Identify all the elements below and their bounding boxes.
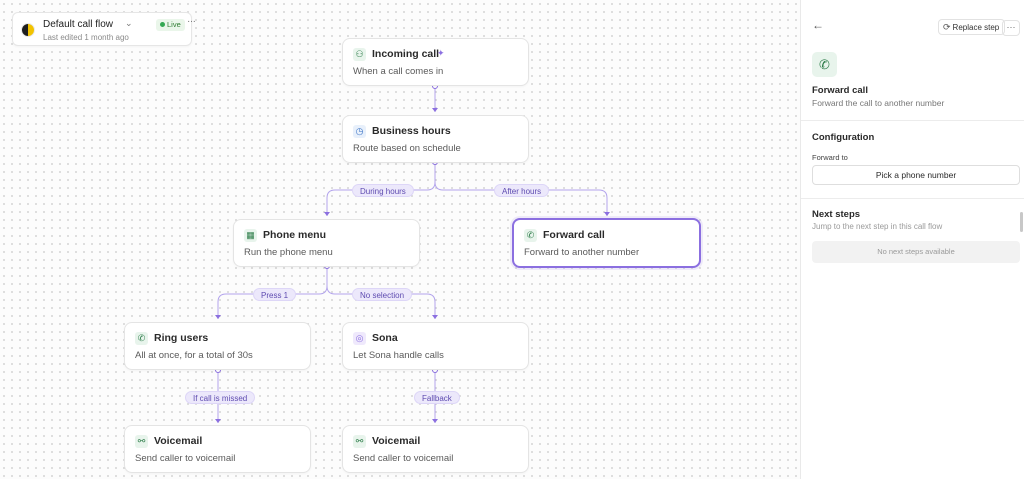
node-sona[interactable]: ◎ Sona Let Sona handle calls — [342, 322, 529, 370]
divider — [801, 198, 1024, 199]
replace-step-button[interactable]: ⟳Replace step — [938, 19, 1006, 35]
node-title: Forward call — [543, 229, 605, 241]
chevron-down-icon[interactable]: ⌄ — [125, 18, 133, 28]
status-badge: Live — [156, 19, 185, 31]
step-details-panel: ← ⟳Replace step ··· ✆ Forward call Forwa… — [800, 0, 1024, 479]
node-subtitle: Route based on schedule — [353, 143, 461, 154]
back-arrow-icon[interactable]: ← — [812, 18, 824, 32]
panel-title: Forward call — [812, 85, 868, 96]
pick-phone-number-button[interactable]: Pick a phone number — [812, 165, 1020, 185]
flow-logo-icon — [21, 23, 35, 37]
voicemail-icon: ⚯ — [135, 435, 148, 448]
replace-step-label: Replace step — [952, 23, 1000, 32]
live-dot-icon — [160, 22, 165, 27]
next-steps-subtitle: Jump to the next step in this call flow — [812, 222, 943, 231]
node-subtitle: Let Sona handle calls — [353, 350, 444, 361]
flow-last-edited: Last edited 1 month ago — [43, 33, 129, 42]
edge-label-if-missed[interactable]: If call is missed — [185, 391, 256, 404]
node-voicemail-ring[interactable]: ⚯ Voicemail Send caller to voicemail — [124, 425, 311, 473]
node-subtitle: When a call comes in — [353, 66, 444, 77]
node-business-hours[interactable]: ◷ Business hours Route based on schedule — [342, 115, 529, 163]
voicemail-icon: ⚯ — [353, 435, 366, 448]
node-title: Sona — [372, 332, 398, 344]
node-title: Ring users — [154, 332, 209, 344]
edge-hours-to-forward — [434, 181, 608, 216]
phone-forward-icon: ✆ — [524, 229, 537, 242]
divider — [801, 120, 1024, 121]
sparkle-icon: ✦ — [437, 48, 445, 58]
flow-more-button[interactable]: ··· — [187, 16, 196, 27]
node-ring-users[interactable]: ✆ Ring users All at once, for a total of… — [124, 322, 311, 370]
node-title: Business hours — [372, 125, 451, 137]
panel-scrollbar[interactable] — [1020, 212, 1023, 232]
node-subtitle: Send caller to voicemail — [135, 453, 236, 464]
node-subtitle: Forward to another number — [524, 247, 640, 258]
configuration-title: Configuration — [812, 132, 875, 143]
flow-canvas[interactable]: Default call flow ⌄ Last edited 1 month … — [0, 0, 800, 479]
node-title: Voicemail — [372, 435, 421, 447]
people-icon: ⚇ — [353, 48, 366, 61]
edge-label-no-selection[interactable]: No selection — [352, 288, 413, 301]
node-subtitle: All at once, for a total of 30s — [135, 350, 253, 361]
node-subtitle: Run the phone menu — [244, 247, 333, 258]
edge-label-after-hours[interactable]: After hours — [494, 184, 550, 197]
edge-menu-to-sona — [326, 285, 436, 319]
node-subtitle: Send caller to voicemail — [353, 453, 454, 464]
node-title: Incoming call — [372, 48, 440, 60]
clock-icon: ◷ — [353, 125, 366, 138]
flow-header-card[interactable]: Default call flow ⌄ Last edited 1 month … — [12, 12, 196, 46]
replace-icon: ⟳ — [943, 22, 951, 32]
no-next-steps-box: No next steps available — [812, 241, 1020, 263]
panel-more-button[interactable]: ··· — [1002, 20, 1020, 36]
phone-forward-icon: ✆ — [812, 52, 837, 77]
node-title: Voicemail — [154, 435, 203, 447]
phone-ring-icon: ✆ — [135, 332, 148, 345]
forward-to-label: Forward to — [812, 153, 848, 162]
next-steps-title: Next steps — [812, 209, 861, 220]
node-incoming-call[interactable]: ⚇ Incoming call ✦ When a call comes in — [342, 38, 529, 86]
node-forward-call[interactable]: ✆ Forward call Forward to another number — [512, 218, 701, 268]
edge-label-press-1[interactable]: Press 1 — [253, 288, 297, 301]
status-badge-label: Live — [167, 20, 181, 29]
node-title: Phone menu — [263, 229, 327, 241]
edge-label-during-hours[interactable]: During hours — [352, 184, 414, 197]
flow-name[interactable]: Default call flow — [43, 19, 114, 30]
panel-subtitle: Forward the call to another number — [812, 98, 945, 108]
node-voicemail-sona[interactable]: ⚯ Voicemail Send caller to voicemail — [342, 425, 529, 473]
sona-icon: ◎ — [353, 332, 366, 345]
keypad-icon: ▦ — [244, 229, 257, 242]
node-phone-menu[interactable]: ▦ Phone menu Run the phone menu — [233, 219, 420, 267]
edge-label-fallback[interactable]: Fallback — [414, 391, 460, 404]
